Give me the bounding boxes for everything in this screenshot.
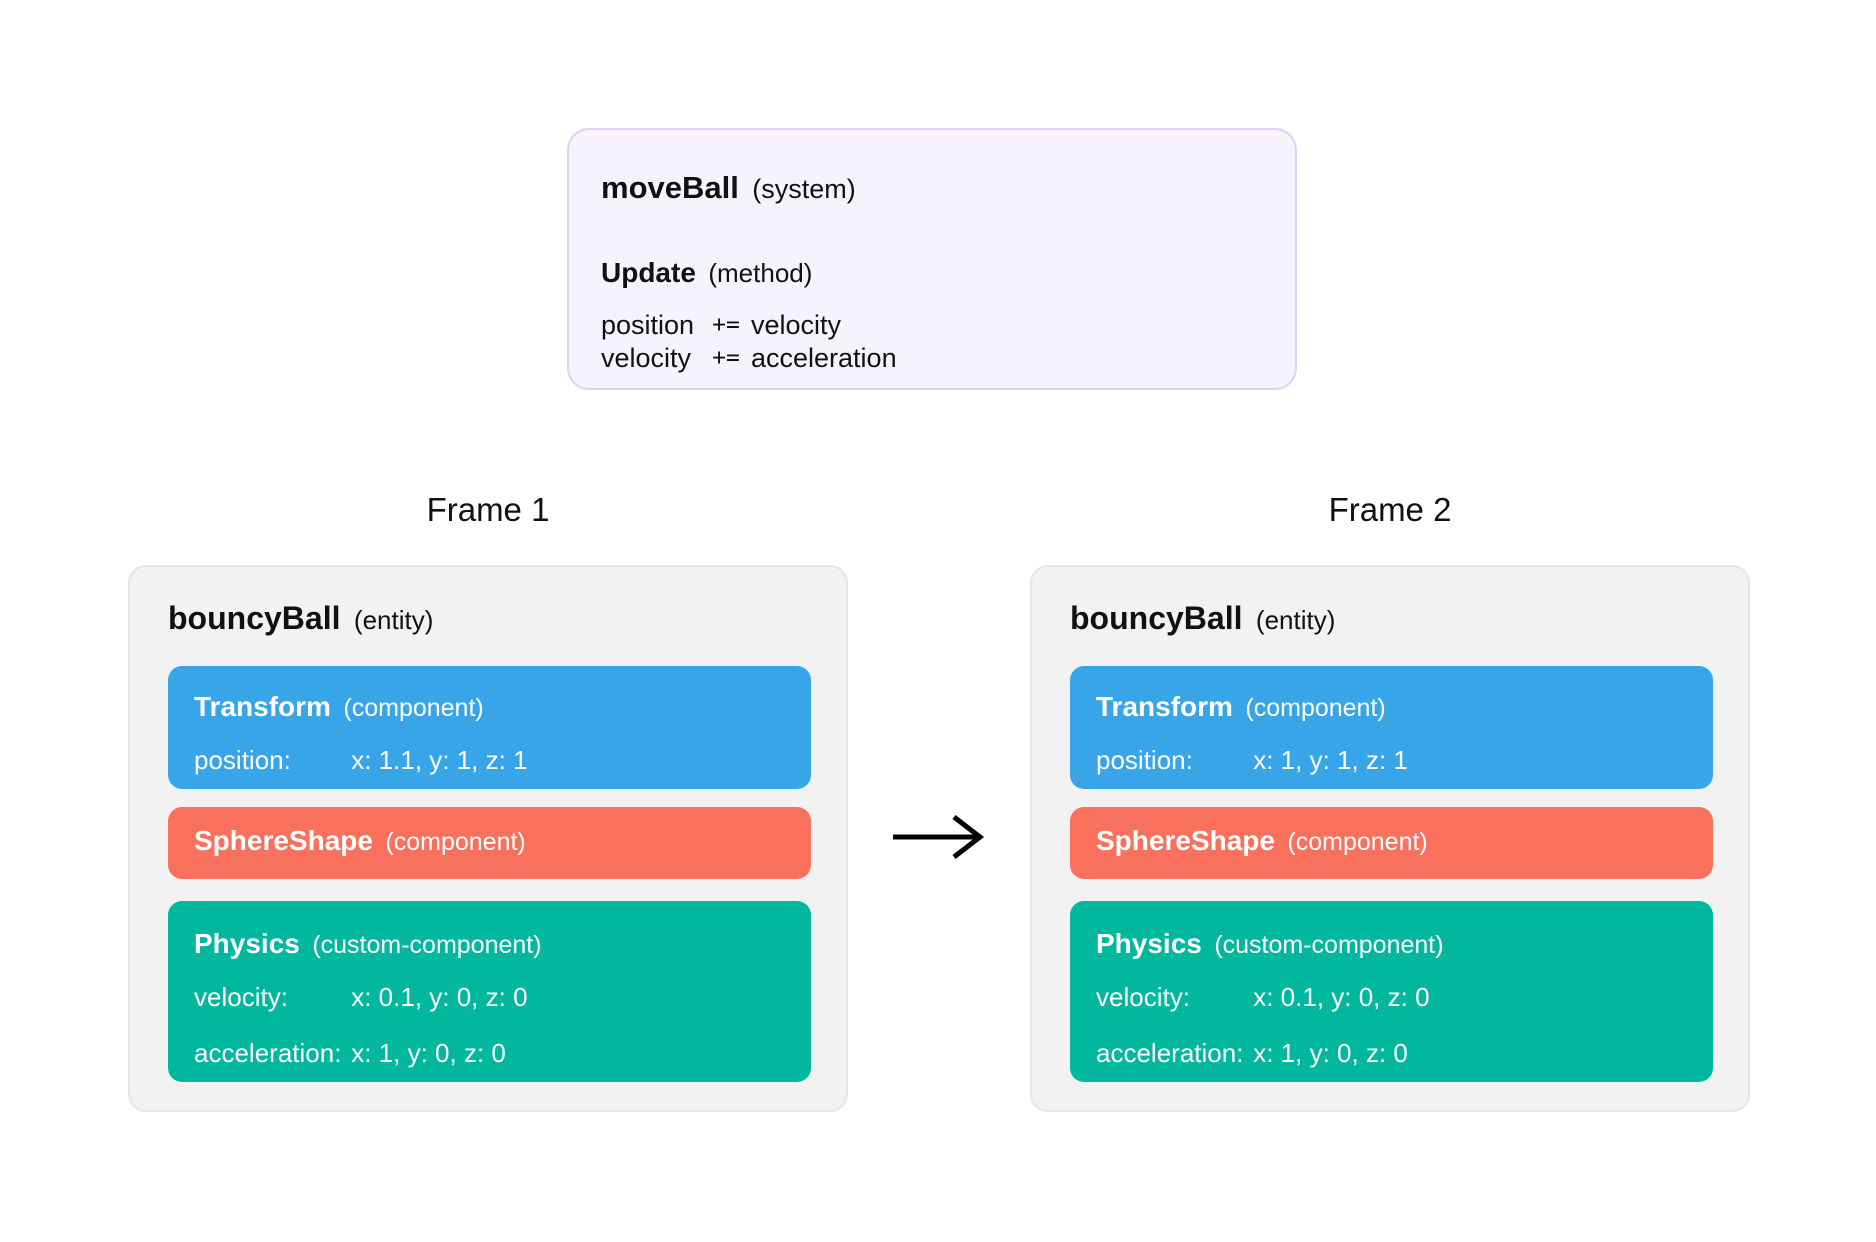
component-card-physics: Physics (custom-component) velocity: x: …	[168, 901, 811, 1082]
property-key: velocity:	[1096, 982, 1190, 1012]
component-title: Transform (component)	[1096, 690, 1713, 729]
component-title: Physics (custom-component)	[194, 927, 811, 966]
property-key: acceleration:	[194, 1038, 342, 1068]
entity-title: bouncyBall (entity)	[168, 597, 808, 646]
component-name: SphereShape	[1096, 824, 1275, 856]
code-line: velocity += acceleration	[601, 342, 1263, 375]
entity-title: bouncyBall (entity)	[1070, 597, 1710, 646]
component-kind-label: (custom-component)	[1214, 931, 1444, 959]
property-value: x: 1, y: 0, z: 0	[1253, 1038, 1408, 1068]
code-source: acceleration	[751, 343, 897, 373]
property-row: velocity: x: 0.1, y: 0, z: 0	[194, 981, 811, 1013]
system-kind-label: (system)	[752, 174, 856, 204]
property-value: x: 0.1, y: 0, z: 0	[1253, 982, 1430, 1012]
system-title-line: moveBall (system)	[601, 168, 1263, 214]
property-value: x: 1.1, y: 1, z: 1	[351, 745, 528, 775]
component-card-physics: Physics (custom-component) velocity: x: …	[1070, 901, 1713, 1082]
code-target: velocity	[601, 343, 692, 373]
component-kind-label: (component)	[1245, 694, 1386, 722]
property-key: position:	[194, 745, 291, 775]
component-kind-label: (component)	[343, 694, 484, 722]
code-target: position	[601, 310, 695, 340]
arrow-right-icon	[888, 812, 998, 862]
method-kind-label: (method)	[708, 258, 813, 288]
component-title: SphereShape (component)	[194, 824, 526, 863]
property-value: x: 1, y: 0, z: 0	[351, 1038, 506, 1068]
frame-2-label: Frame 2	[1328, 491, 1452, 528]
property-key: position:	[1096, 745, 1193, 775]
component-card-sphereshape: SphereShape (component)	[168, 807, 811, 879]
entity-kind-label: (entity)	[1255, 605, 1336, 635]
code-line: position += velocity	[601, 309, 1263, 342]
entity-card-frame-1: bouncyBall (entity) Transform (component…	[128, 565, 848, 1112]
property-value: x: 0.1, y: 0, z: 0	[351, 982, 528, 1012]
method-title-line: Update (method)	[601, 256, 1263, 295]
property-row: velocity: x: 0.1, y: 0, z: 0	[1096, 981, 1713, 1013]
property-row: acceleration: x: 1, y: 0, z: 0	[194, 1037, 811, 1069]
component-title: Physics (custom-component)	[1096, 927, 1713, 966]
component-name: Transform	[194, 691, 331, 722]
entity-kind-label: (entity)	[353, 605, 434, 635]
property-row: position: x: 1.1, y: 1, z: 1	[194, 744, 811, 776]
component-kind-label: (custom-component)	[312, 931, 542, 959]
method-name: Update	[601, 257, 696, 288]
component-card-sphereshape: SphereShape (component)	[1070, 807, 1713, 879]
frame-1-label: Frame 1	[426, 491, 550, 528]
code-operator: +=	[712, 312, 740, 338]
component-kind-label: (component)	[385, 827, 526, 856]
method-code-block: position += velocity velocity += acceler…	[601, 309, 1263, 375]
entity-name: bouncyBall	[168, 600, 341, 636]
system-name: moveBall	[601, 170, 739, 205]
component-name: SphereShape	[194, 824, 373, 856]
component-kind-label: (component)	[1287, 827, 1428, 856]
system-card: moveBall (system) Update (method) positi…	[567, 128, 1297, 390]
entity-name: bouncyBall	[1070, 600, 1243, 636]
entity-card-frame-2: bouncyBall (entity) Transform (component…	[1030, 565, 1750, 1112]
component-name: Transform	[1096, 691, 1233, 722]
property-row: acceleration: x: 1, y: 0, z: 0	[1096, 1037, 1713, 1069]
component-card-transform: Transform (component) position: x: 1, y:…	[1070, 666, 1713, 789]
code-operator: +=	[712, 345, 740, 371]
component-name: Physics	[194, 928, 300, 959]
property-row: position: x: 1, y: 1, z: 1	[1096, 744, 1713, 776]
component-title: SphereShape (component)	[1096, 824, 1428, 863]
component-card-transform: Transform (component) position: x: 1.1, …	[168, 666, 811, 789]
property-key: acceleration:	[1096, 1038, 1244, 1068]
component-title: Transform (component)	[194, 690, 811, 729]
component-name: Physics	[1096, 928, 1202, 959]
property-key: velocity:	[194, 982, 288, 1012]
property-value: x: 1, y: 1, z: 1	[1253, 745, 1408, 775]
code-source: velocity	[751, 310, 842, 340]
